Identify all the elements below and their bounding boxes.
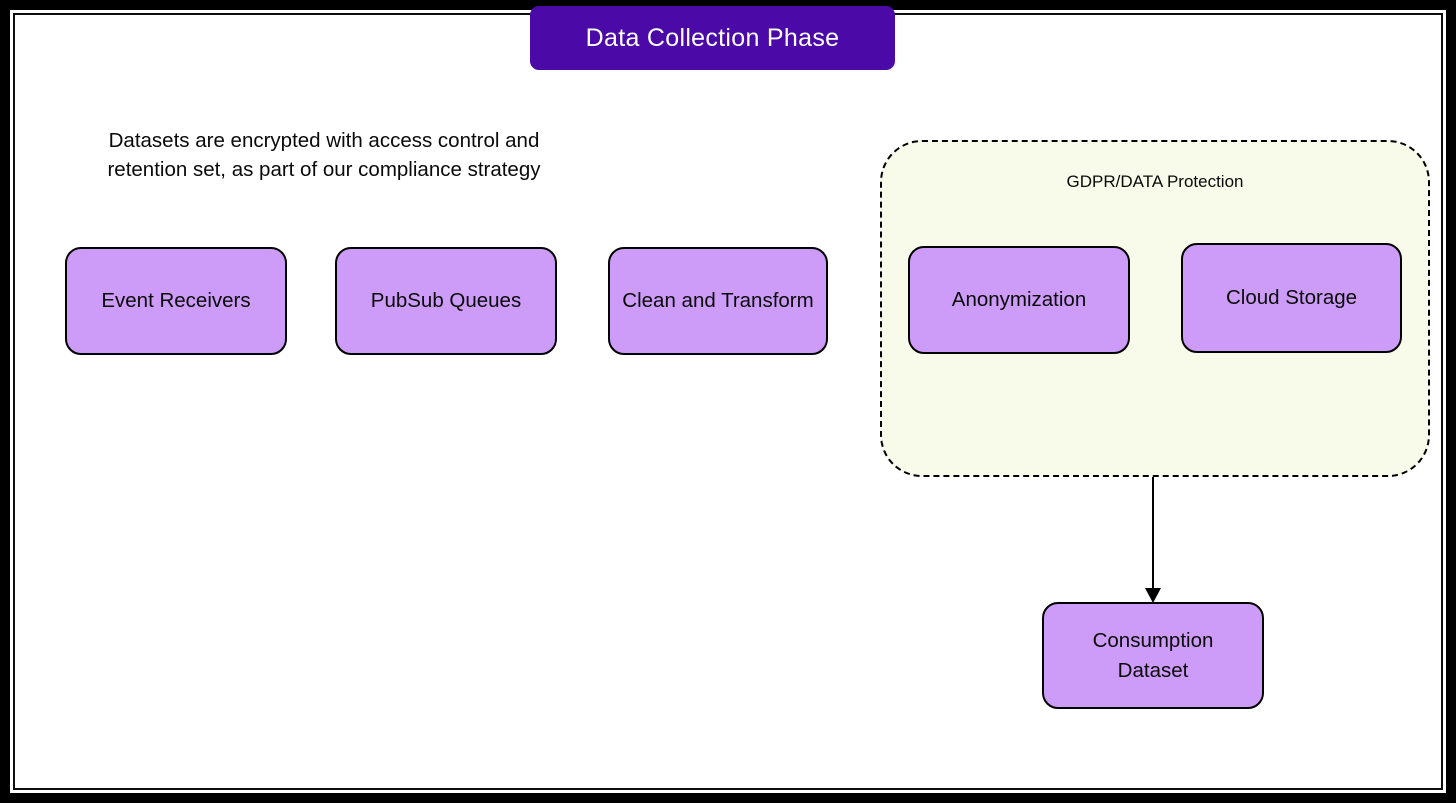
node-anonymization-label: Anonymization — [951, 288, 1087, 311]
node-cloud-storage-label: Cloud Storage — [1225, 286, 1358, 309]
node-clean-and-transform-label: Clean and Transform — [622, 289, 814, 312]
node-event-receivers: Event Receivers — [65, 247, 287, 355]
compliance-note: Datasets are encrypted with access contr… — [107, 129, 541, 182]
node-cloud-storage: Cloud Storage — [1181, 243, 1402, 353]
gdpr-cluster-label: GDPR/DATA Protection — [1066, 172, 1244, 191]
node-pubsub-queues-label: PubSub Queues — [370, 289, 522, 312]
arrow-down-icon — [1145, 588, 1161, 603]
node-consumption-dataset-label: Consumption Dataset — [1092, 629, 1214, 682]
node-consumption-dataset: Consumption Dataset — [1042, 602, 1264, 709]
node-anonymization: Anonymization — [908, 246, 1130, 354]
edge-gdpr-to-consumption-line — [1152, 477, 1154, 589]
node-pubsub-queues: PubSub Queues — [335, 247, 557, 355]
diagram-canvas: Datasets are encrypted with access contr… — [10, 10, 1446, 793]
node-clean-and-transform: Clean and Transform — [608, 247, 828, 355]
diagram-title: Data Collection Phase — [585, 23, 840, 52]
diagram-title-banner: Data Collection Phase — [530, 6, 895, 70]
node-event-receivers-label: Event Receivers — [101, 289, 251, 312]
